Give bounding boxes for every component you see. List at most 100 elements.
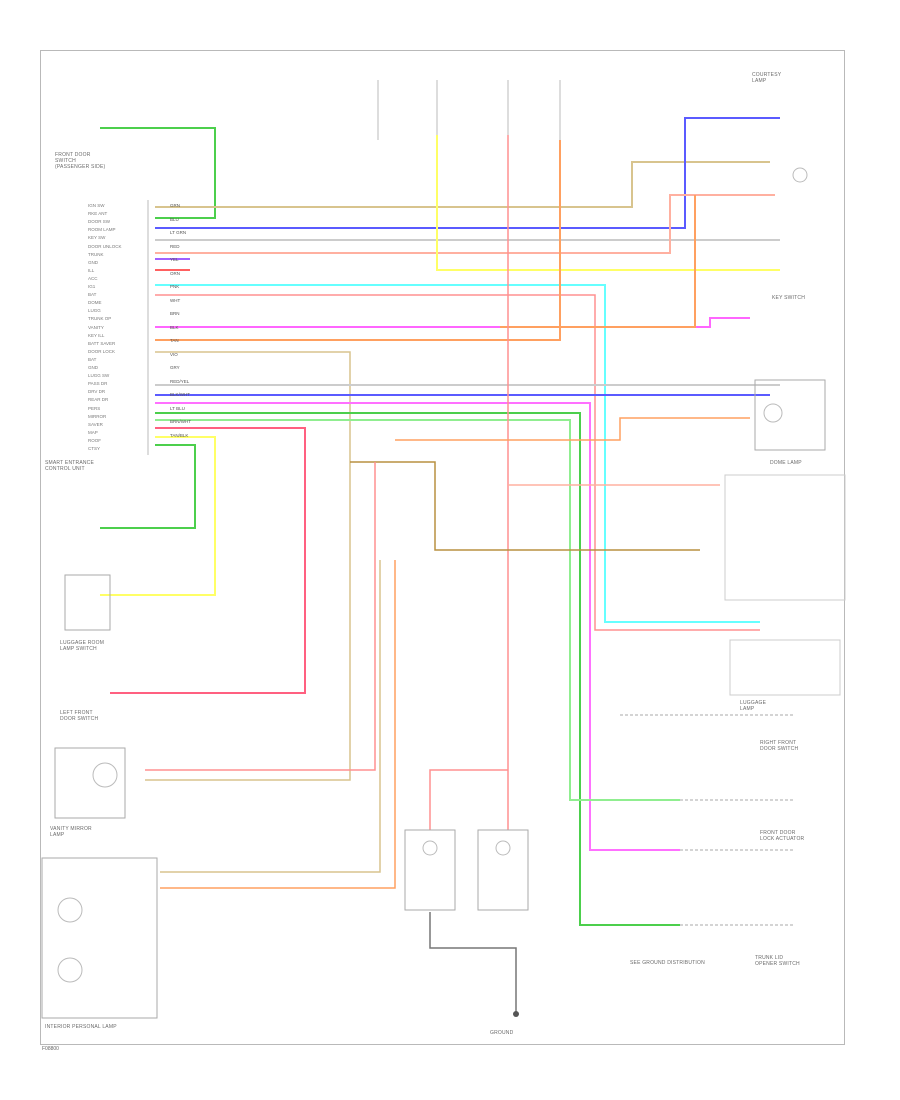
label-trunk-lid: TRUNK LID OPENER SWITCH <box>755 955 800 967</box>
wire-lightblue <box>155 284 760 623</box>
switch-box-right <box>477 829 529 911</box>
vanity-switch-box <box>64 574 111 631</box>
courtesy-lamp-bulb <box>792 167 808 183</box>
module-pin-label: DOME <box>88 300 102 306</box>
wire-code-tag: RED <box>170 243 180 249</box>
module-pin-label: IG1 <box>88 284 96 289</box>
label-luggage-lamp: LUGGAGE LAMP <box>740 700 767 712</box>
label-front-door-lock: FRONT DOOR LOCK ACTUATOR <box>760 830 805 842</box>
personal-lamp-bulb-bottom <box>57 957 83 983</box>
dome-lamp-bulb <box>763 403 783 423</box>
label-front-door-switch: FRONT DOOR SWITCH (PASSENGER SIDE) <box>55 152 106 170</box>
module-pin-label: BATT SAVER <box>88 340 116 346</box>
module-pin-label: DOOR LOCK <box>88 348 116 354</box>
module-pin-label: MAP <box>88 429 98 435</box>
personal-lamp-bulb-top <box>57 897 83 923</box>
module-pin-label: ACC <box>88 275 98 281</box>
label-courtesy-lamp: COURTESY LAMP <box>752 72 782 84</box>
module-pin-label: IGN SW <box>88 203 105 208</box>
module-pin-label: DOOR UNLOCK <box>88 243 122 249</box>
wire-tan-top <box>155 161 770 208</box>
wire-red-left <box>110 427 306 694</box>
module-pin-label: SAVER <box>88 421 103 427</box>
label-right-front-door: RIGHT FRONT DOOR SWITCH <box>760 740 799 752</box>
wire-code-tag: TAN/BLK <box>170 432 189 438</box>
wire-pink-long <box>155 294 760 631</box>
wire-code-tag: LT GRN <box>170 230 187 235</box>
module-pin-label: DRV DR <box>88 389 106 395</box>
wire-orange-right <box>500 195 696 328</box>
wire-code-tag: PNK <box>170 284 180 289</box>
figure-id: F08800 <box>42 1046 59 1052</box>
module-pin-label: PERS <box>88 405 101 411</box>
wire-yellow <box>436 135 780 271</box>
label-dome-lamp: DOME LAMP <box>770 460 802 466</box>
wire-code-tag: GRN <box>170 203 180 208</box>
rear-courtesy-bulb <box>92 762 118 788</box>
wire-code-tag: VIO <box>170 351 178 357</box>
label-ground-note: SEE GROUND DISTRIBUTION <box>630 960 705 966</box>
module-pin-label: DOOR SW <box>88 219 110 225</box>
module-pin-label: TRUNK OP <box>88 316 112 322</box>
module-pin-label: CTSY <box>88 446 101 451</box>
wire-lt-green-mid <box>155 419 680 801</box>
wire-tan-mid <box>145 351 351 781</box>
module-pin-label: LUGG SW <box>88 373 110 379</box>
module-pin-label: ROOM LAMP <box>88 227 116 233</box>
module-pin-label: VANITY <box>88 324 104 330</box>
wire-code-tag: BLK <box>170 324 179 330</box>
module-pin-label: RKE ANT <box>88 211 108 217</box>
wire-code-tag: BRN <box>170 311 180 316</box>
switch-box-left <box>404 829 456 911</box>
wire-code-tag: WHT <box>170 297 181 303</box>
wire-code-tag: YEL <box>170 257 179 262</box>
wire-black-ground <box>429 912 517 1012</box>
wire-yellow-left <box>100 436 216 596</box>
label-left-front-door: LEFT FRONT DOOR SWITCH <box>60 710 99 722</box>
label-key-switch: KEY SWITCH <box>772 295 806 301</box>
dome-lamp-box <box>754 379 826 451</box>
label-vanity-mirror: VANITY MIRROR LAMP <box>50 826 92 838</box>
wire-blue-top <box>155 117 780 229</box>
wire-code-tag: BLU <box>170 216 179 222</box>
wire-brown <box>350 461 700 551</box>
ground-symbol <box>513 1011 519 1017</box>
module-pin-label: GND <box>88 365 98 370</box>
wire-violet <box>155 402 680 851</box>
bulb-left-switch <box>422 840 438 856</box>
module-pin-label: GND <box>88 259 98 265</box>
wire-green-left <box>100 444 196 529</box>
label-smart-entrance: SMART ENTRANCE CONTROL UNIT <box>45 460 95 472</box>
wire-salmon-top <box>155 194 775 254</box>
bulb-right-switch <box>495 840 511 856</box>
module-pin-label: KEY ILL <box>88 332 105 338</box>
wire-code-tag: BLK/WHT <box>170 392 191 397</box>
wire-orange-center <box>395 417 750 441</box>
module-pin-label: REAR DR <box>88 397 109 403</box>
label-personal-lamp: INTERIOR PERSONAL LAMP <box>45 1024 117 1030</box>
label-luggage-switch: LUGGAGE ROOM LAMP SWITCH <box>60 640 105 652</box>
wire-salmon-switch <box>429 769 508 830</box>
wire-code-tag: BRN/WHT <box>170 419 191 424</box>
wire-code-tag: RED/YEL <box>170 378 190 384</box>
wire-code-tag: ORN <box>170 270 180 276</box>
wire-green-mid <box>155 412 680 926</box>
label-ground: GROUND <box>490 1030 514 1036</box>
wire-code-tag: LT BLU <box>170 405 185 411</box>
wire-magenta <box>155 317 750 328</box>
module-pin-label: BAT <box>88 356 97 362</box>
wire-salmon-vert <box>145 462 376 771</box>
wire-code-tag: TAN <box>170 338 179 343</box>
module-pin-label: LUGG <box>88 308 101 314</box>
wire-code-tag: GRY <box>170 365 180 370</box>
module-pin-label: MIRROR <box>88 413 107 419</box>
personal-lamp-box <box>41 857 158 1019</box>
wire-orange-vert <box>160 560 396 889</box>
wire-green <box>100 127 216 219</box>
lock-module-box <box>729 639 841 696</box>
module-pin-label: KEY SW <box>88 235 106 241</box>
module-pin-label: BAT <box>88 292 97 298</box>
wire-tan-vert <box>160 560 381 873</box>
rear-courtesy-lamp-box <box>54 747 126 819</box>
